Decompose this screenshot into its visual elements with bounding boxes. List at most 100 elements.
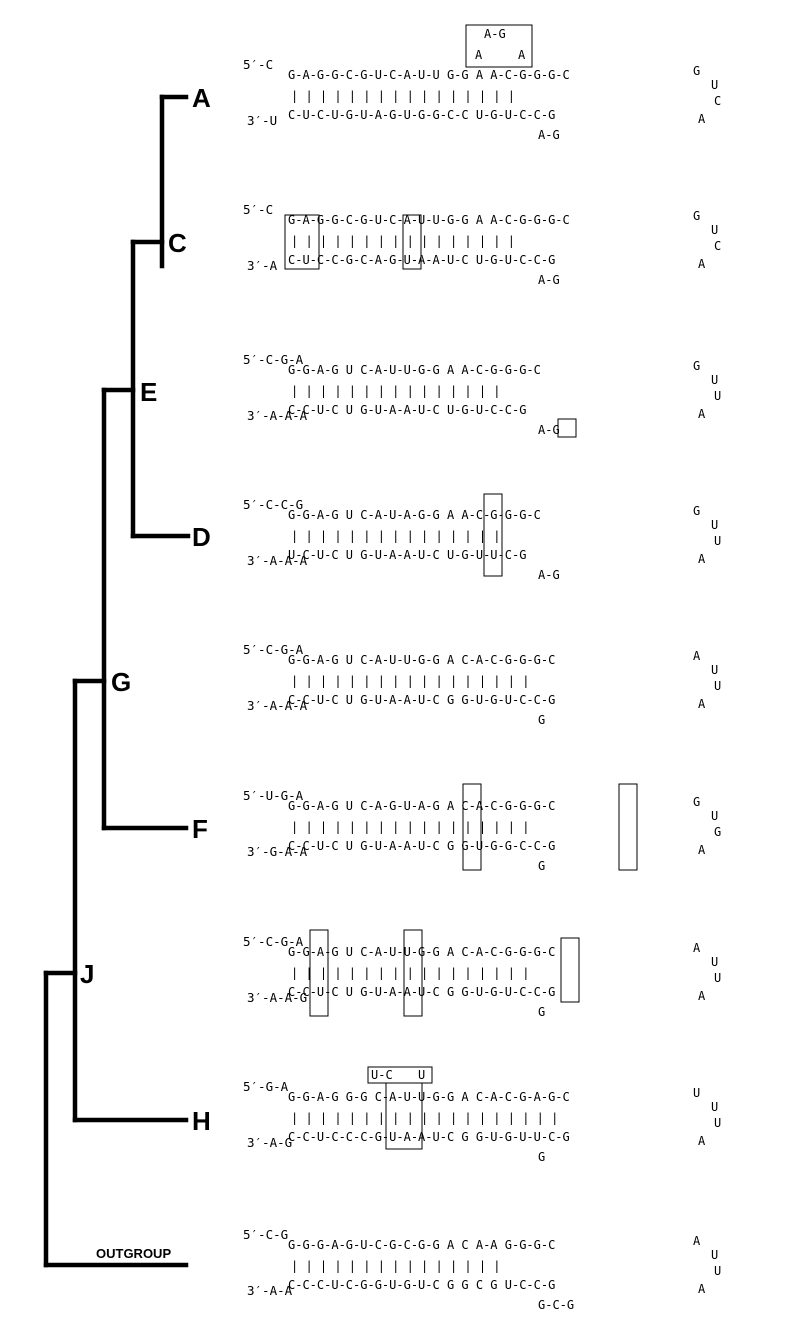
rna-structures: 5′-C 3′-U G-A-G-G-C-G-U-C-A-U-U G-G A A-C-… [243,24,721,1312]
internal-loop-h: G [538,1150,545,1164]
five-prime-end-j: 5′-C-G-A [243,934,304,949]
internal-loop-d: A-G [538,568,560,582]
hairpin-nt-j: U [714,971,721,985]
substitution-box-j1 [309,929,329,1017]
box-text-a: A [475,48,483,62]
top-strand-e: G-G-A-G U C-A-U-U-G-G A A-C-G-G-G-C [288,363,541,377]
taxon-label-F: F [192,814,208,844]
substitution-box-c1 [284,214,320,270]
internal-loop-e: A-G [538,423,560,437]
five-prime-end-out: 5′-C-G [243,1227,288,1242]
hairpin-nt-d: A [698,552,706,566]
internal-loop-g: G [538,713,545,727]
hairpin-nt-a: C [714,94,721,108]
bottom-strand-d: U-C-U-C U G-U-A-A-U-C U-G-U-U-C-G [288,548,526,562]
top-strand-h: G-G-A-G G-G C-A-U-U-G-G A C-A-C-G-A-G-C [288,1090,570,1104]
base-pairs-out: | | | | | | | | | | | | | | | [291,1259,501,1273]
taxon-label-D: D [192,522,211,552]
three-prime-end-h: 3′-A-G [247,1135,292,1150]
bottom-strand-f: C-C-U-C U G-U-A-A-U-C G G-U-G-G-C-C-G [288,839,555,853]
box-text-h: U [418,1068,425,1082]
hairpin-nt-e: U [714,389,721,403]
bottom-strand-g: C-C-U-C U G-U-A-A-U-C G G-U-G-U-C-C-G [288,693,555,707]
three-prime-end-a: 3′-U [247,113,277,128]
taxon-label-H: H [192,1106,211,1136]
box-text-a: A [518,48,526,62]
hairpin-nt-c: C [714,239,721,253]
hairpin-nt-g: A [693,649,701,663]
hairpin-nt-h: U [711,1100,718,1114]
hairpin-nt-h: U [714,1116,721,1130]
hairpin-nt-h: U [693,1086,700,1100]
phylogenetic-tree: A C E D G F J H OUTGROUP [43,83,211,1268]
hairpin-nt-h: A [698,1134,706,1148]
hairpin-nt-out: U [714,1264,721,1278]
hairpin-nt-g: A [698,697,706,711]
hairpin-nt-e: U [711,373,718,387]
hairpin-nt-out: A [693,1234,701,1248]
three-prime-end-g: 3′-A-A-A [247,698,308,713]
base-pairs-g: | | | | | | | | | | | | | | | | | [291,674,529,688]
top-strand-f: G-G-A-G U C-A-G-U-A-G A C-A-C-G-G-G-C [288,799,555,813]
substitution-box-j3 [560,937,580,1003]
substitution-box-f1 [462,783,482,871]
base-pairs-d: | | | | | | | | | | | | | | | [291,529,501,543]
five-prime-end-a: 5′-C [243,57,273,72]
base-pairs-e: | | | | | | | | | | | | | | | [291,384,501,398]
top-strand-out: G-G-G-A-G-U-C-G-C-G-G A C A-A G-G-G-C [288,1238,555,1252]
hairpin-nt-out: A [698,1282,706,1296]
bottom-strand-h: C-C-U-C-C-C-G-U-A-A-U-C G G-U-G-U-U-C-G [288,1130,570,1144]
hairpin-nt-g: U [711,663,718,677]
three-prime-end-j: 3′-A-A-G [247,990,307,1005]
box-text-h: U-C [371,1068,393,1082]
base-pairs-j: | | | | | | | | | | | | | | | | | [291,966,529,980]
substitution-box-f2 [618,783,638,871]
five-prime-end-f: 5′-U-G-A [243,788,304,803]
five-prime-end-e: 5′-C-G-A [243,352,304,367]
hairpin-nt-f: U [711,809,718,823]
hairpin-nt-c: G [693,209,700,223]
top-strand-c: G-A-G-G-C-G-U-C-A-U-U-G-G A A-C-G-G-G-C [288,213,570,227]
five-prime-end-g: 5′-C-G-A [243,642,304,657]
three-prime-end-f: 3′-G-A-A [247,844,308,859]
substitution-box-c2 [402,214,422,270]
taxon-label-outgroup: OUTGROUP [96,1246,171,1261]
substitution-box-e [557,418,577,438]
box-text-a: A-G [484,27,506,41]
taxon-label-A: A [192,83,211,113]
five-prime-end-c: 5′-C [243,202,273,217]
top-strand-a: G-A-G-G-C-G-U-C-A-U-U G-G A A-C-G-G-G-C [288,68,570,82]
hairpin-nt-c: U [711,223,718,237]
internal-loop-c: A-G [538,273,560,287]
hairpin-nt-f: G [714,825,721,839]
three-prime-end-out: 3′-A-A [247,1283,293,1298]
base-pairs-a: | | | | | | | | | | | | | | | | [291,89,515,103]
internal-loop-out: G-C-G [538,1298,574,1312]
hairpin-nt-d: G [693,504,700,518]
hairpin-nt-a: U [711,78,718,92]
base-pairs-h: | | | | | | | | | | | | | | | | | | | [291,1111,558,1125]
taxon-label-E: E [140,377,157,407]
top-strand-g: G-G-A-G U C-A-U-U-G-G A C-A-C-G-G-G-C [288,653,555,667]
three-prime-end-e: 3′-A-A-A [247,408,308,423]
hairpin-nt-e: A [698,407,706,421]
five-prime-end-d: 5′-C-C-G [243,497,303,512]
hairpin-nt-j: A [698,989,706,1003]
bottom-strand-out: C-C-C-U-C-G-G-U-G-U-C G G C G U-C-C-G [288,1278,555,1292]
hairpin-nt-j: U [711,955,718,969]
hairpin-nt-a: A [698,112,706,126]
base-pairs-f: | | | | | | | | | | | | | | | | | [291,820,529,834]
top-strand-d: G-G-A-G U C-A-U-A-G-G A A-C-G-G-G-C [288,508,541,522]
bottom-strand-c: C-U-C-C-G-C-A-G-U-A-A-U-C U-G-U-C-C-G [288,253,555,267]
substitution-box-j2 [403,929,423,1017]
three-prime-end-d: 3′-A-A-A [247,553,308,568]
bottom-strand-e: C-C-U-C U G-U-A-A-U-C U-G-U-C-C-G [288,403,526,417]
hairpin-nt-j: A [693,941,701,955]
hairpin-nt-out: U [711,1248,718,1262]
substitution-box-d [483,493,503,577]
hairpin-nt-c: A [698,257,706,271]
internal-loop-j: G [538,1005,545,1019]
taxon-label-C: C [168,228,187,258]
hairpin-nt-f: G [693,795,700,809]
